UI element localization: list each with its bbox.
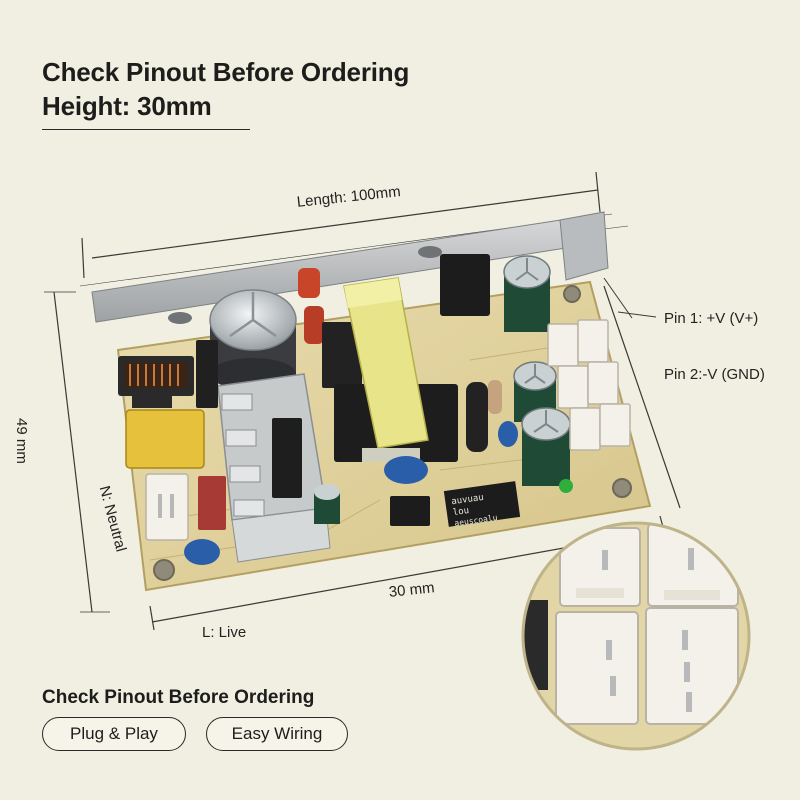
transistor — [322, 322, 362, 388]
live-label: L: Live — [202, 624, 247, 641]
input-connector — [145, 473, 189, 541]
blue-capacitor — [384, 456, 428, 484]
headline-title: Check Pinout Before Ordering — [42, 57, 410, 87]
headline-underline — [42, 129, 250, 130]
metal-chassis — [91, 211, 609, 324]
red-capacitor — [298, 268, 320, 298]
connector-zoom-inset — [521, 521, 751, 751]
height-dimension-line — [44, 291, 110, 613]
tag-plug-and-play: Plug & Play — [42, 717, 186, 751]
height-label: 49 mm — [13, 418, 30, 464]
x-capacitor — [125, 409, 205, 469]
tag-easy-wiring: Easy Wiring — [206, 717, 348, 751]
input-choke — [118, 356, 194, 408]
footer-title: Check Pinout Before Ordering — [42, 687, 315, 708]
small-capacitor — [314, 484, 340, 524]
red-capacitor — [304, 306, 324, 344]
transformer — [334, 277, 458, 462]
mounting-hole — [153, 559, 175, 581]
diode — [466, 382, 488, 452]
mounting-hole — [563, 285, 581, 303]
black-part — [440, 254, 490, 316]
headline-height: Height: 30mm — [42, 91, 212, 121]
output-capacitor — [503, 255, 551, 332]
pin1-label: Pin 1: +V (V+) — [664, 310, 759, 327]
bulk-capacitor — [209, 289, 297, 390]
led-indicator — [559, 479, 573, 493]
board-marking-line: auvuau — [451, 493, 485, 507]
optocoupler — [390, 496, 430, 526]
output-connector — [547, 319, 631, 451]
blue-capacitor — [184, 539, 220, 565]
board-marking-line: lou — [452, 506, 469, 518]
output-capacitor — [521, 407, 571, 486]
pin2-label: Pin 2:-V (GND) — [664, 366, 765, 383]
blue-capacitor — [498, 421, 518, 447]
transistor — [272, 418, 302, 498]
mounting-hole — [612, 478, 632, 498]
fuse — [198, 476, 226, 530]
transistor — [196, 340, 218, 408]
pin-leader-lines — [603, 277, 657, 319]
resistor — [488, 380, 502, 414]
